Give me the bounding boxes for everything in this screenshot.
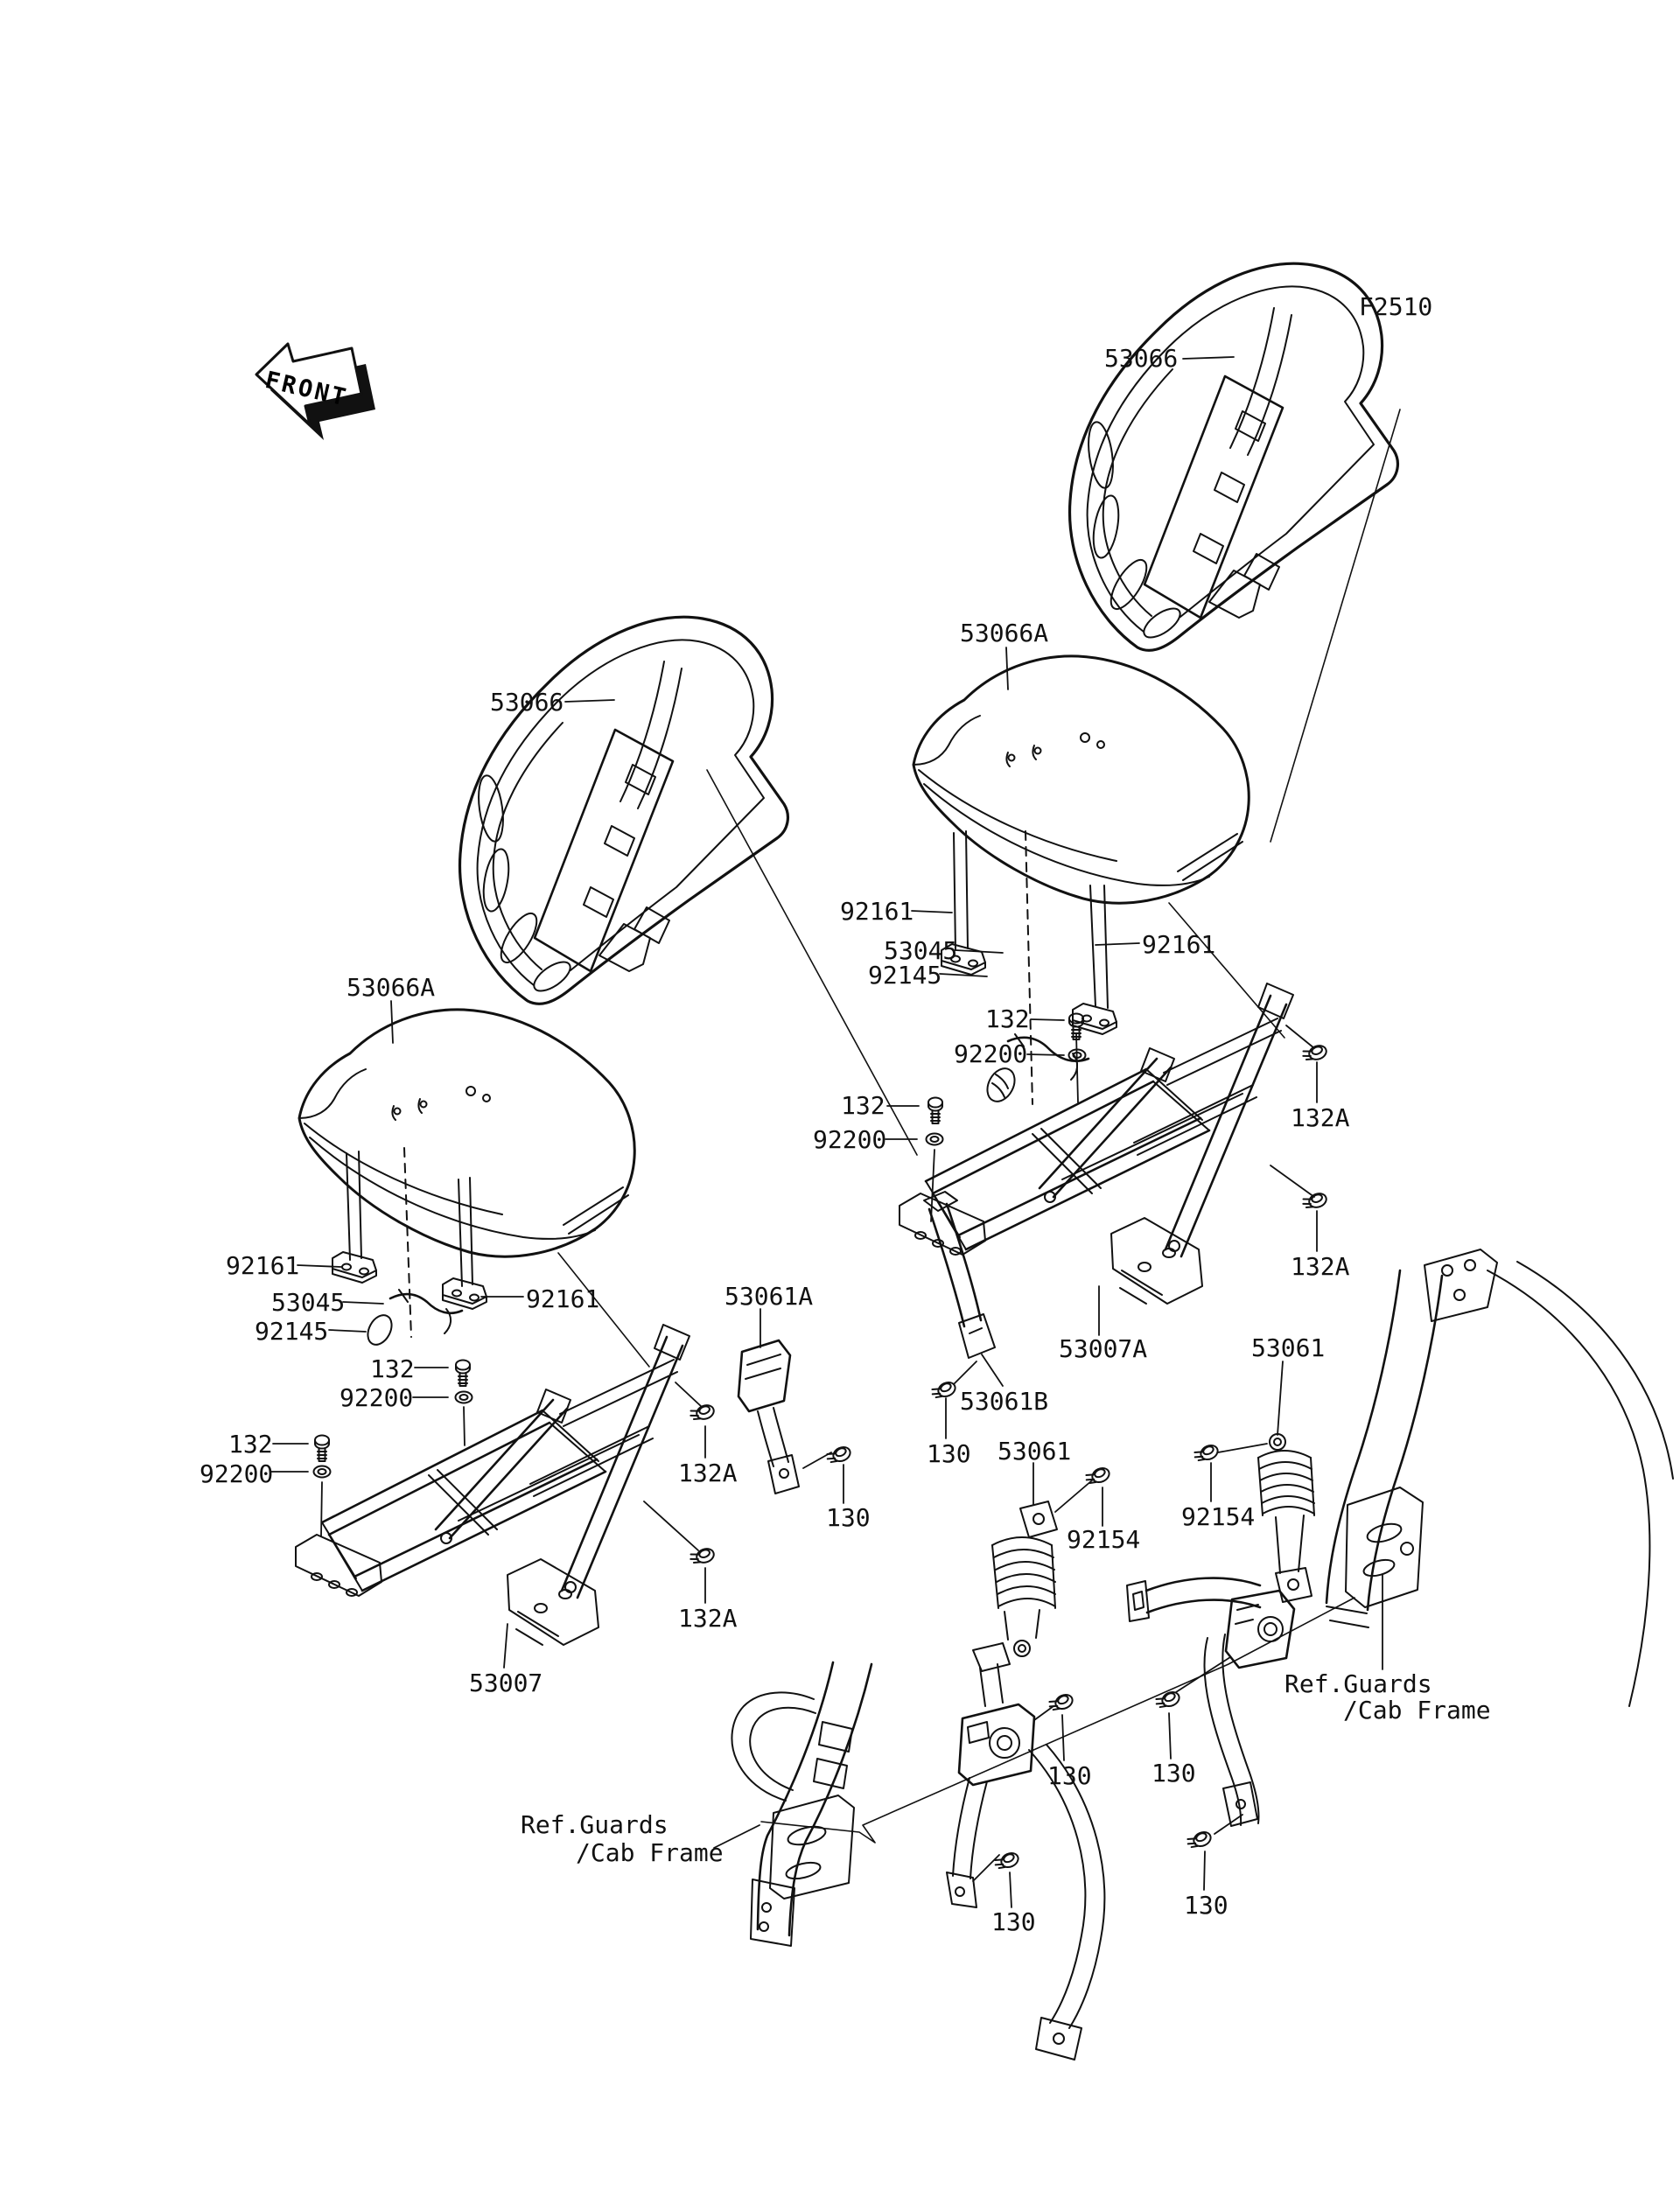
left-cab-frame-post-drawing: [731, 1661, 873, 1947]
relation-lines: [557, 409, 1401, 1844]
belt-buckle-drawing: [737, 1339, 800, 1494]
part-label-92161-right-front: 92161: [840, 897, 914, 926]
bolt-132a-left-lower: [688, 1545, 717, 1568]
part-label-92145-left: 92145: [255, 1317, 329, 1346]
part-label-53066a-right: 53066A: [960, 619, 1049, 647]
bolt-132a-left-upper: [688, 1402, 717, 1424]
part-label-132-right-lower: 132: [841, 1091, 886, 1120]
part-label-53061b: 53061B: [960, 1387, 1049, 1416]
part-label-53061-mid: 53061: [998, 1437, 1072, 1466]
ref-guards-right-line1: Ref.Guards: [1284, 1669, 1432, 1698]
bolt-130-retractor: [1046, 1690, 1076, 1715]
washer-92200-right-lower: [925, 1132, 944, 1146]
part-label-53007a: 53007A: [1059, 1334, 1148, 1363]
left-seat-belt-drawing: [946, 1642, 1106, 2061]
part-label-132-left-upper: 132: [370, 1354, 415, 1383]
part-label-132-left-lower: 132: [228, 1430, 273, 1459]
part-label-130-left-anchor: 130: [991, 1907, 1036, 1936]
seat-cushion-right-drawing: [912, 654, 1250, 905]
figure-code-label: F2510: [1359, 292, 1433, 321]
part-label-92200-right-upper: 92200: [954, 1039, 1028, 1068]
bolt-132a-right-lower: [1300, 1190, 1329, 1213]
part-label-92200-left-upper: 92200: [340, 1383, 414, 1412]
front-arrow: [255, 342, 375, 440]
part-label-130-right-anchor: 130: [1184, 1891, 1228, 1920]
seat-back-right-drawing: [1068, 262, 1400, 652]
seat-back-left-drawing: [458, 615, 790, 1005]
part-label-130-mid: 130: [927, 1439, 971, 1468]
seat-cushion-left-drawing: [298, 1008, 636, 1258]
ref-guards-left-line2: /Cab Frame: [576, 1838, 724, 1867]
part-label-92145-right: 92145: [868, 961, 942, 990]
part-label-53045-left: 53045: [271, 1288, 346, 1317]
part-label-92200-right-lower: 92200: [813, 1125, 887, 1154]
seat-frame-left-drawing: [294, 1323, 691, 1647]
right-seat-belt-drawing: [1126, 1577, 1296, 1827]
bolt-130-right-buckle: [1153, 1688, 1183, 1712]
bolt-132a-right-upper: [1300, 1042, 1329, 1065]
washer-92200-left-upper: [454, 1390, 473, 1404]
part-label-92200-left-lower: 92200: [200, 1459, 274, 1488]
part-label-92154-mid: 92154: [1067, 1525, 1141, 1554]
part-label-92161-right-rear: 92161: [1142, 930, 1216, 959]
shock-right-drawing: [1257, 1433, 1315, 1603]
part-label-92154-right: 92154: [1181, 1502, 1256, 1531]
part-label-132a-left-lower: 132A: [678, 1604, 738, 1633]
part-label-53045-right: 53045: [884, 936, 958, 965]
part-label-53007: 53007: [469, 1669, 543, 1697]
part-label-130-left: 130: [826, 1503, 871, 1532]
bolt-130-left: [824, 1443, 854, 1467]
part-label-130-retractor: 130: [1047, 1761, 1092, 1790]
part-label-132a-right-lower: 132A: [1291, 1252, 1350, 1281]
left-cushion-hardware: [332, 1147, 487, 1346]
bolt-130-right-anchor: [1185, 1828, 1214, 1852]
bolt-130-left-anchor: [992, 1849, 1022, 1873]
part-label-92161-left-front: 92161: [226, 1251, 300, 1280]
part-label-53066-left: 53066: [490, 688, 564, 717]
right-cab-frame-post-drawing: [1325, 1249, 1674, 1707]
screw-132-left-upper: [455, 1359, 471, 1387]
belt-tongue-drawing: [923, 1191, 996, 1359]
bolt-130-mid: [929, 1378, 959, 1403]
ref-guards-right-line2: /Cab Frame: [1343, 1696, 1491, 1725]
ref-guards-left-line1: Ref.Guards: [521, 1810, 668, 1839]
leader-lines: [270, 356, 1383, 1908]
part-label-132a-right-upper: 132A: [1291, 1103, 1350, 1132]
part-label-53061-right: 53061: [1251, 1333, 1326, 1362]
part-label-53061a: 53061A: [724, 1282, 814, 1311]
screw-132-right-lower: [928, 1096, 943, 1124]
screw-132-left-lower: [314, 1434, 330, 1462]
part-label-53066-right: 53066: [1104, 344, 1179, 373]
part-label-92161-left-rear: 92161: [526, 1284, 600, 1313]
shock-mid-drawing: [991, 1501, 1058, 1657]
part-label-132a-left-upper: 132A: [678, 1459, 738, 1487]
washer-92200-left-lower: [312, 1465, 332, 1479]
part-label-53066a-left: 53066A: [346, 973, 436, 1002]
bolt-92154-right: [1192, 1441, 1222, 1466]
part-label-130-right-buckle: 130: [1152, 1759, 1196, 1788]
part-label-132-right-upper: 132: [985, 1004, 1030, 1033]
